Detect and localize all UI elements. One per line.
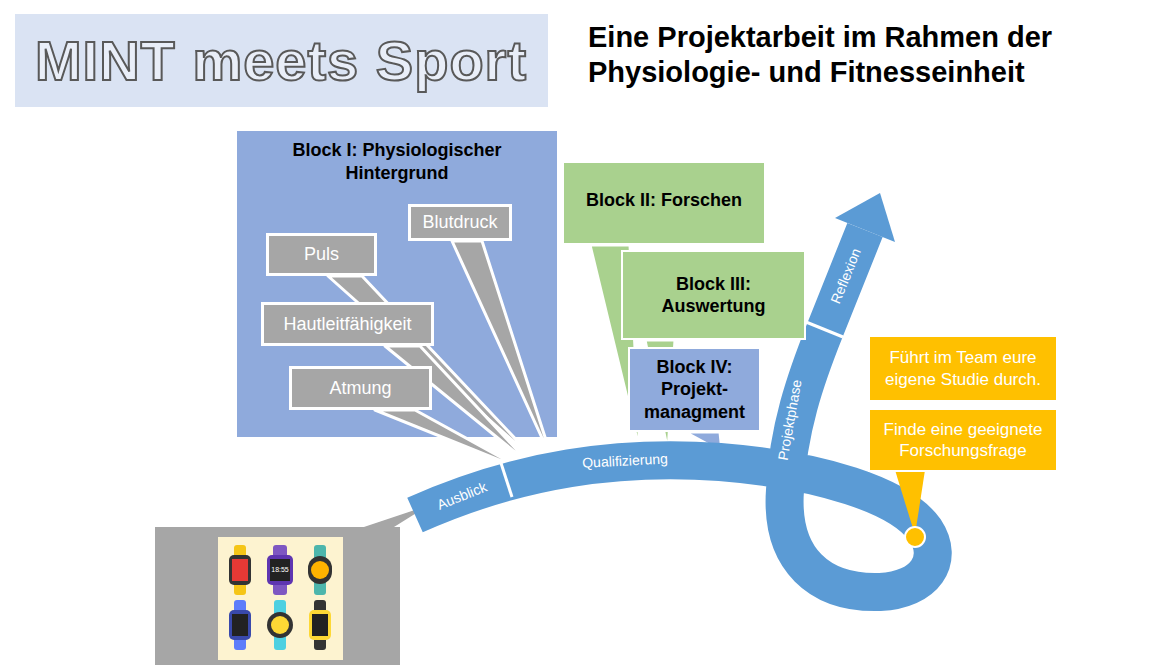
- block-panel: [237, 131, 557, 437]
- box-label: Block IV: Projekt- managment: [638, 356, 751, 424]
- box-label: Finde eine geeignete Forschungsfrage: [878, 419, 1048, 462]
- band-arrowhead: [835, 193, 895, 242]
- smartwatch-icons: [229, 545, 332, 650]
- callout-box: Block II: Forschen: [562, 161, 766, 245]
- callout-box: Block III: Auswertung: [621, 250, 806, 340]
- callout-box: Block IV: Projekt- managment: [628, 347, 761, 432]
- title-text: MINT meets Sport: [35, 28, 527, 93]
- smartwatch-icon: [267, 600, 293, 650]
- smartwatch-icon: [267, 545, 293, 595]
- process-band: [415, 230, 933, 592]
- block-heading: Block I: Physiologischer Hintergrund: [247, 139, 547, 184]
- callout-box: Finde eine geeignete Forschungsfrage: [868, 408, 1058, 472]
- callout-box: Führt im Team eure eigene Studie durch.: [868, 335, 1058, 402]
- callout-box: Atmung: [289, 366, 432, 410]
- smartwatch-icon: [229, 600, 251, 650]
- box-label: Hautleitfähigkeit: [272, 313, 423, 336]
- title-banner: [15, 14, 548, 107]
- callout-box: Blutdruck: [408, 204, 512, 241]
- image-ground: [218, 537, 343, 660]
- smartwatch-icon: [309, 600, 331, 650]
- box-label: Führt im Team eure eigene Studie durch.: [878, 347, 1048, 390]
- box-label: Block III: Auswertung: [631, 273, 796, 318]
- band-separator: [500, 460, 512, 497]
- smartwatch-icon: [308, 545, 332, 595]
- smartwatch-icon: [229, 545, 251, 595]
- callout-box: Puls: [266, 233, 377, 276]
- band-separator: [806, 322, 843, 337]
- image-panel: [155, 527, 400, 665]
- box-label: Block II: Forschen: [572, 189, 756, 212]
- block-panel: Block I: Physiologischer HintergrundBlut…: [237, 131, 557, 437]
- callout-box: Hautleitfähigkeit: [261, 302, 434, 346]
- subtitle: Eine Projektarbeit im Rahmen der Physiol…: [588, 20, 1166, 90]
- box-label: Puls: [277, 243, 366, 266]
- box-label: Atmung: [300, 377, 421, 400]
- marker-dot: [905, 527, 925, 547]
- watch-time: 18:55: [271, 566, 289, 574]
- box-label: Blutdruck: [419, 211, 501, 234]
- callout-tail: [895, 470, 925, 535]
